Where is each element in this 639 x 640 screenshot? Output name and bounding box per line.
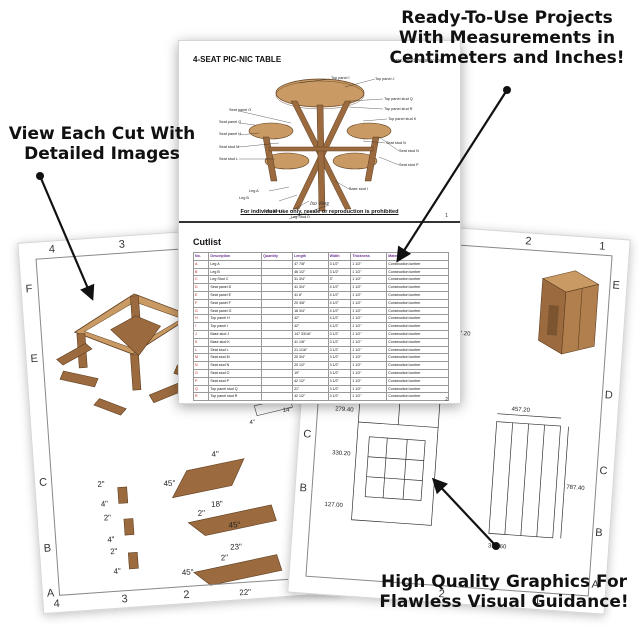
- dim-label: 23": [230, 542, 242, 552]
- dim-label: 4": [107, 535, 115, 544]
- part-label: Seat stud N: [386, 141, 406, 145]
- part-label: Seat stud L: [219, 157, 239, 161]
- part-label: Seat stud N: [399, 149, 419, 153]
- part-label: Base stud I: [349, 187, 368, 191]
- view-caption: Iso View: [310, 201, 329, 207]
- part-label: Leg Stud C: [265, 209, 284, 213]
- table-cell: R: [192, 392, 210, 402]
- arrow-to-cut-image: [36, 172, 95, 301]
- part-label: Top panel stud Q: [384, 97, 413, 101]
- dim-label: 4": [211, 449, 219, 458]
- dim-label: 2": [110, 547, 118, 556]
- picnic-table-iso-drawing: [238, 78, 400, 220]
- board-cuts: [171, 458, 283, 586]
- dim-label: 2": [197, 508, 205, 517]
- callout-line: With Measurements in: [398, 28, 616, 49]
- doc-title: 4-SEAT PIC-NIC TABLE: [193, 55, 282, 64]
- callout-line: Ready-To-Use Projects: [401, 8, 613, 28]
- arrow-to-cutlist: [396, 86, 511, 263]
- dim-label: 45°: [163, 478, 176, 488]
- part-label: Leg A: [249, 189, 259, 193]
- dim-label: 2": [103, 513, 111, 522]
- arrow-to-graphics: [431, 477, 500, 550]
- table-cell: Construction lumber: [386, 392, 449, 402]
- callout-line: View Each Cut With: [8, 124, 196, 144]
- dim-label: 457.20: [511, 407, 530, 414]
- callout-line: Flawless Visual Guidance!: [379, 592, 629, 613]
- callout-line: High Quality Graphics For: [380, 572, 628, 592]
- page-divider: [179, 221, 460, 223]
- cabinet-iso-drawing: [538, 270, 600, 355]
- dim-label: 45°: [181, 567, 194, 577]
- sheet-cabinet-drawings: 2 1 2 1 E D C B A F E D C B: [287, 217, 631, 615]
- dim-label: 4": [101, 499, 109, 508]
- sheet-picnic-table: 4-SEAT PIC-NIC TABLE www.woodcraftsdiy.c…: [178, 40, 461, 404]
- dim-label: 787.40: [566, 485, 585, 492]
- callout-projects: Ready-To-Use Projects With Measurements …: [378, 8, 636, 68]
- table-cell: Top panel stud R: [208, 392, 263, 402]
- callout-graphics: High Quality Graphics For Flawless Visua…: [370, 572, 638, 612]
- dim-label: 127.00: [324, 502, 343, 509]
- page-number: 1: [445, 213, 448, 219]
- part-label: Leg B: [239, 196, 249, 200]
- part-label: Top panel stud K: [388, 117, 417, 121]
- part-label: Seat panel H: [219, 132, 241, 136]
- table-cell: [261, 392, 294, 402]
- dim-label: 4": [249, 420, 255, 426]
- dim-label: 2": [221, 553, 229, 562]
- dim-label: 330.20: [332, 450, 351, 457]
- callout-line: Detailed Images: [24, 144, 180, 165]
- part-label: Seat stud M: [219, 145, 240, 149]
- page-number: 2: [445, 397, 448, 403]
- dim-label: 18": [211, 499, 223, 509]
- usage-notice: For individual use only, resale or repro…: [240, 209, 399, 215]
- dim-label: 279.40: [335, 406, 354, 413]
- part-label: Seat stud P: [399, 163, 419, 167]
- dim-label: 22": [239, 587, 251, 597]
- block-cuts: [117, 486, 139, 570]
- dim-label: 4": [113, 567, 121, 576]
- part-label: Seat panel O: [229, 108, 252, 112]
- part-label: Leg Stud D: [291, 215, 310, 219]
- callout-line: Centimeters and Inches!: [389, 48, 625, 69]
- part-label: Seat panel G: [219, 120, 242, 124]
- dim-label: 2": [97, 479, 105, 488]
- dim-label: 7.20: [459, 331, 472, 338]
- table-cell: 1 1/2": [350, 392, 388, 402]
- part-label: Top panel J: [375, 77, 395, 81]
- part-label: Top panel I: [331, 76, 350, 80]
- cabinet-drawings: 457.20 279.40 330.20 127.00 787.40 355.6…: [324, 270, 600, 551]
- callout-cuts: View Each Cut With Detailed Images: [2, 124, 202, 164]
- dim-label: 14": [283, 407, 292, 414]
- part-label: Top panel stud R: [384, 107, 413, 111]
- dim-label: 45°: [228, 520, 241, 530]
- cabinet-side-elevation: [488, 413, 569, 539]
- cutlist-title: Cutlist: [193, 237, 221, 247]
- doc-url: www.woodcraftsdiy.com: [391, 58, 444, 64]
